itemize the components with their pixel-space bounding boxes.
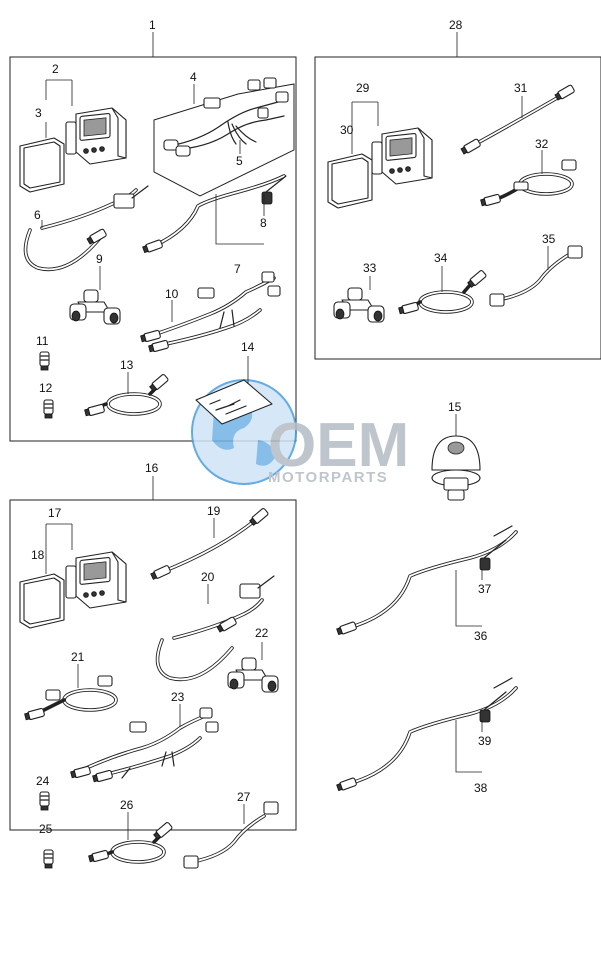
tee-part-22	[227, 657, 279, 693]
watermark-brand: OEM	[268, 411, 409, 480]
callout-25: 25	[39, 822, 53, 836]
callout-33: 33	[363, 261, 377, 275]
cable-part-19	[149, 507, 270, 581]
callout-26: 26	[120, 798, 134, 812]
callout-18: 18	[31, 548, 45, 562]
callout-10: 10	[165, 287, 179, 301]
plug-part-24	[39, 791, 50, 811]
watermark-tagline: MOTORPARTS	[268, 469, 388, 486]
callout-17: 17	[48, 506, 62, 520]
cable-part-21	[23, 675, 118, 722]
callout-12: 12	[39, 381, 53, 395]
cable-part-32	[479, 159, 577, 208]
manual-part-14	[195, 379, 273, 425]
cable-part-6	[23, 185, 149, 272]
gauge-part-2	[65, 107, 127, 165]
callout-27: 27	[237, 790, 251, 804]
callout-5: 5	[236, 154, 243, 168]
callout-6: 6	[34, 208, 41, 222]
callout-23: 23	[171, 690, 185, 704]
callout-21: 21	[71, 650, 85, 664]
callout-11: 11	[36, 334, 49, 348]
cable-part-31	[459, 83, 576, 156]
callout-16: 16	[145, 461, 159, 475]
callout-31: 31	[514, 81, 528, 95]
harness-box-part-4	[153, 77, 295, 197]
cable-part-20	[155, 575, 275, 682]
callout-8: 8	[260, 216, 267, 230]
tee-part-9	[69, 289, 121, 325]
callout-19: 19	[207, 504, 221, 518]
plug-part-25	[43, 849, 54, 869]
callout-14: 14	[241, 340, 255, 354]
callout-32: 32	[535, 137, 549, 151]
callout-2: 2	[52, 62, 59, 76]
callout-28: 28	[449, 18, 463, 32]
buzzer-part-15	[431, 435, 481, 501]
callout-3: 3	[35, 106, 42, 120]
callout-36: 36	[474, 629, 488, 643]
callout-1: 1	[149, 18, 156, 32]
callout-38: 38	[474, 781, 488, 795]
harness-part-36	[335, 525, 518, 637]
callout-15: 15	[448, 400, 462, 414]
callout-24: 24	[36, 774, 50, 788]
callout-35: 35	[542, 232, 556, 246]
tee-part-33	[333, 287, 385, 323]
callout-13: 13	[120, 358, 134, 372]
callout-34: 34	[434, 251, 448, 265]
cover-part-18	[19, 573, 65, 629]
harness-part-23	[69, 707, 219, 784]
plug-part-11	[39, 351, 50, 371]
gauge-part-29	[371, 127, 433, 185]
cable-part-34	[397, 269, 488, 316]
group-frame-28	[314, 56, 601, 360]
cable-part-13	[83, 373, 170, 418]
callout-7: 7	[234, 262, 241, 276]
cover-part-30	[327, 153, 373, 209]
plug-part-12	[43, 399, 54, 419]
gauge-part-17	[65, 551, 127, 609]
callout-39: 39	[478, 734, 492, 748]
cover-part-3	[19, 137, 65, 193]
callout-4: 4	[190, 70, 197, 84]
harness-part-7	[141, 174, 287, 255]
callout-37: 37	[478, 582, 492, 596]
cable-part-27	[183, 801, 279, 869]
callout-20: 20	[201, 570, 215, 584]
callout-30: 30	[340, 123, 354, 137]
callout-22: 22	[255, 626, 269, 640]
harness-part-38	[335, 677, 518, 793]
cable-part-26	[87, 821, 174, 864]
cable-part-35	[489, 245, 583, 307]
callout-9: 9	[96, 252, 103, 266]
harness-part-10	[139, 271, 281, 354]
callout-labels: 1 2 3 4 5 6 7 8 9 10 11 12 13 14 15 16 1…	[31, 18, 556, 836]
callout-29: 29	[356, 81, 370, 95]
